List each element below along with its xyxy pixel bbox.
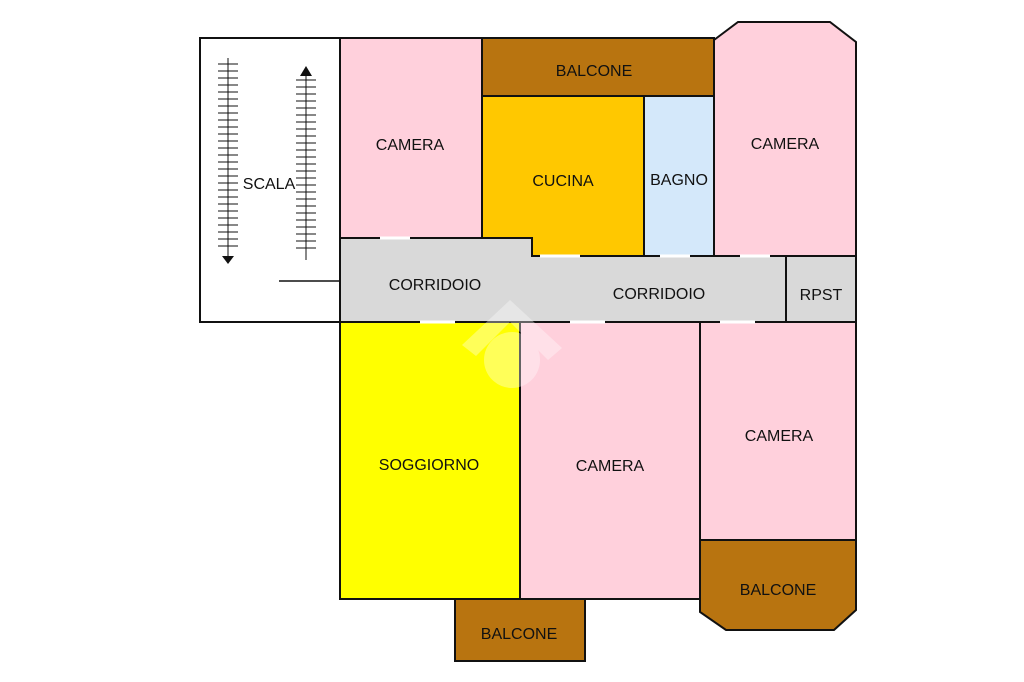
label-corridoio-right: CORRIDOIO [613, 286, 705, 303]
room-balcone-top: BALCONE [481, 37, 715, 97]
room-soggiorno: SOGGIORNO [339, 321, 521, 600]
label-scala: SCALA [243, 176, 296, 193]
bagno-area [643, 95, 715, 257]
label-camera-top-right: CAMERA [751, 136, 820, 153]
balcone-bottom-right-area [699, 539, 857, 631]
camera-top-left-area [339, 37, 483, 241]
stair-up-run [296, 66, 316, 260]
stair-up-treads [296, 79, 316, 249]
room-balcone-bottom-right: BALCONE [699, 539, 857, 631]
label-balcone-bottom-right: BALCONE [740, 582, 816, 599]
label-balcone-bottom: BALCONE [481, 626, 557, 643]
soggiorno-area [339, 321, 521, 600]
rpst-area [785, 255, 857, 323]
room-bagno: BAGNO [643, 95, 715, 257]
balcone-bottom-area [454, 598, 586, 662]
stair-down-run [218, 58, 238, 264]
stair-down-treads [218, 63, 238, 247]
label-camera-bottom-right: CAMERA [745, 428, 814, 445]
room-camera-bottom-mid: CAMERA [519, 321, 701, 600]
room-cucina: CUCINA [481, 95, 645, 257]
watermark-roof-icon [462, 300, 562, 360]
label-soggiorno: SOGGIORNO [379, 457, 479, 474]
room-rpst: RPST [785, 255, 857, 323]
camera-bottom-mid-area [519, 321, 701, 600]
room-scala: SCALA [199, 37, 362, 323]
room-balcone-bottom: BALCONE [454, 598, 586, 662]
label-cucina: CUCINA [532, 173, 594, 190]
watermark-logo [462, 300, 562, 388]
stair-down-arrow-icon [222, 256, 234, 264]
room-corridoio: CORRIDOIO CORRIDOIO [339, 237, 787, 323]
room-camera-bottom-right: CAMERA [699, 321, 857, 541]
room-camera-top-right: CAMERA [713, 21, 857, 257]
label-bagno: BAGNO [650, 172, 708, 189]
label-camera-top-left: CAMERA [376, 137, 445, 154]
watermark-circle-icon [484, 332, 540, 388]
room-camera-top-left: CAMERA [339, 37, 483, 241]
label-balcone-top: BALCONE [556, 63, 632, 80]
door-openings [380, 236, 770, 324]
stair-up-arrow-icon [300, 66, 312, 76]
label-rpst: RPST [800, 287, 843, 304]
label-corridoio-left: CORRIDOIO [389, 277, 481, 294]
camera-bottom-right-area [699, 321, 857, 541]
label-camera-bottom-mid: CAMERA [576, 458, 645, 475]
